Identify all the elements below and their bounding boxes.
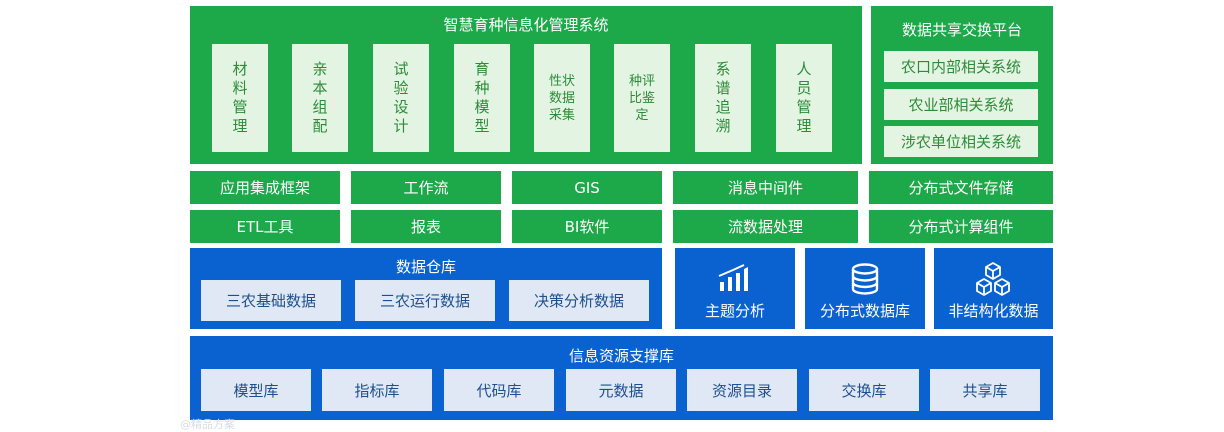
resource-item: 模型库 bbox=[201, 369, 311, 411]
middleware-app-integration: 应用集成框架 bbox=[190, 171, 340, 204]
warehouse-item: 三农运行数据 bbox=[355, 280, 495, 321]
module-variety-evaluation: 种评比鉴定 bbox=[614, 44, 670, 152]
bar-chart-icon bbox=[717, 263, 753, 295]
middleware-etl: ETL工具 bbox=[190, 210, 340, 243]
resource-item: 资源目录 bbox=[687, 369, 797, 411]
module-trait-data-collection: 性状数据采集 bbox=[534, 44, 590, 152]
module-label: 试验设计 bbox=[393, 60, 409, 135]
analysis-topic: 主题分析 bbox=[675, 248, 795, 329]
module-label: 育种模型 bbox=[474, 60, 490, 135]
platform-item: 农口内部相关系统 bbox=[884, 51, 1038, 82]
middleware-message: 消息中间件 bbox=[673, 171, 858, 204]
analysis-topic-label: 主题分析 bbox=[704, 302, 765, 320]
warehouse-item: 决策分析数据 bbox=[509, 280, 649, 321]
resource-item: 指标库 bbox=[322, 369, 432, 411]
watermark: @精品方案 bbox=[180, 418, 235, 431]
warehouse-item: 三农基础数据 bbox=[201, 280, 341, 321]
module-label: 亲本组配 bbox=[312, 60, 328, 135]
analysis-dist-db-label: 分布式数据库 bbox=[819, 302, 910, 320]
module-pedigree-tracing: 系谱追溯 bbox=[695, 44, 751, 152]
breeding-system-title: 智慧育种信息化管理系统 bbox=[443, 16, 609, 34]
database-icon bbox=[850, 263, 880, 295]
platform-item: 涉农单位相关系统 bbox=[884, 126, 1038, 157]
module-experiment-design: 试验设计 bbox=[373, 44, 429, 152]
resource-item: 共享库 bbox=[930, 369, 1040, 411]
module-parent-combination: 亲本组配 bbox=[292, 44, 348, 152]
resource-item: 交换库 bbox=[809, 369, 919, 411]
middleware-report: 报表 bbox=[351, 210, 501, 243]
resource-item: 元数据 bbox=[566, 369, 676, 411]
module-breeding-model: 育种模型 bbox=[454, 44, 510, 152]
middleware-dist-compute: 分布式计算组件 bbox=[869, 210, 1053, 243]
middleware-bi: BI软件 bbox=[512, 210, 662, 243]
module-label: 性状数据采集 bbox=[548, 73, 575, 123]
platform-item: 农业部相关系统 bbox=[884, 89, 1038, 120]
analysis-dist-db: 分布式数据库 bbox=[805, 248, 925, 329]
resource-library-title: 信息资源支撑库 bbox=[568, 347, 674, 365]
middleware-gis: GIS bbox=[512, 171, 662, 204]
data-warehouse-title: 数据仓库 bbox=[395, 258, 456, 276]
module-label: 材料管理 bbox=[232, 60, 248, 135]
cubes-icon bbox=[974, 261, 1012, 297]
module-label: 人员管理 bbox=[796, 60, 812, 135]
module-material-management: 材料管理 bbox=[212, 44, 268, 152]
module-label: 种评比鉴定 bbox=[628, 73, 655, 123]
middleware-dist-file-storage: 分布式文件存储 bbox=[869, 171, 1053, 204]
analysis-unstructured-label: 非结构化数据 bbox=[948, 302, 1039, 320]
module-personnel-management: 人员管理 bbox=[776, 44, 832, 152]
module-label: 系谱追溯 bbox=[715, 60, 731, 135]
resource-item: 代码库 bbox=[444, 369, 554, 411]
middleware-stream: 流数据处理 bbox=[673, 210, 858, 243]
breeding-system-panel: 智慧育种信息化管理系统 bbox=[190, 6, 862, 164]
middleware-workflow: 工作流 bbox=[351, 171, 501, 204]
data-exchange-platform-title: 数据共享交换平台 bbox=[901, 21, 1022, 39]
analysis-unstructured: 非结构化数据 bbox=[934, 248, 1053, 329]
